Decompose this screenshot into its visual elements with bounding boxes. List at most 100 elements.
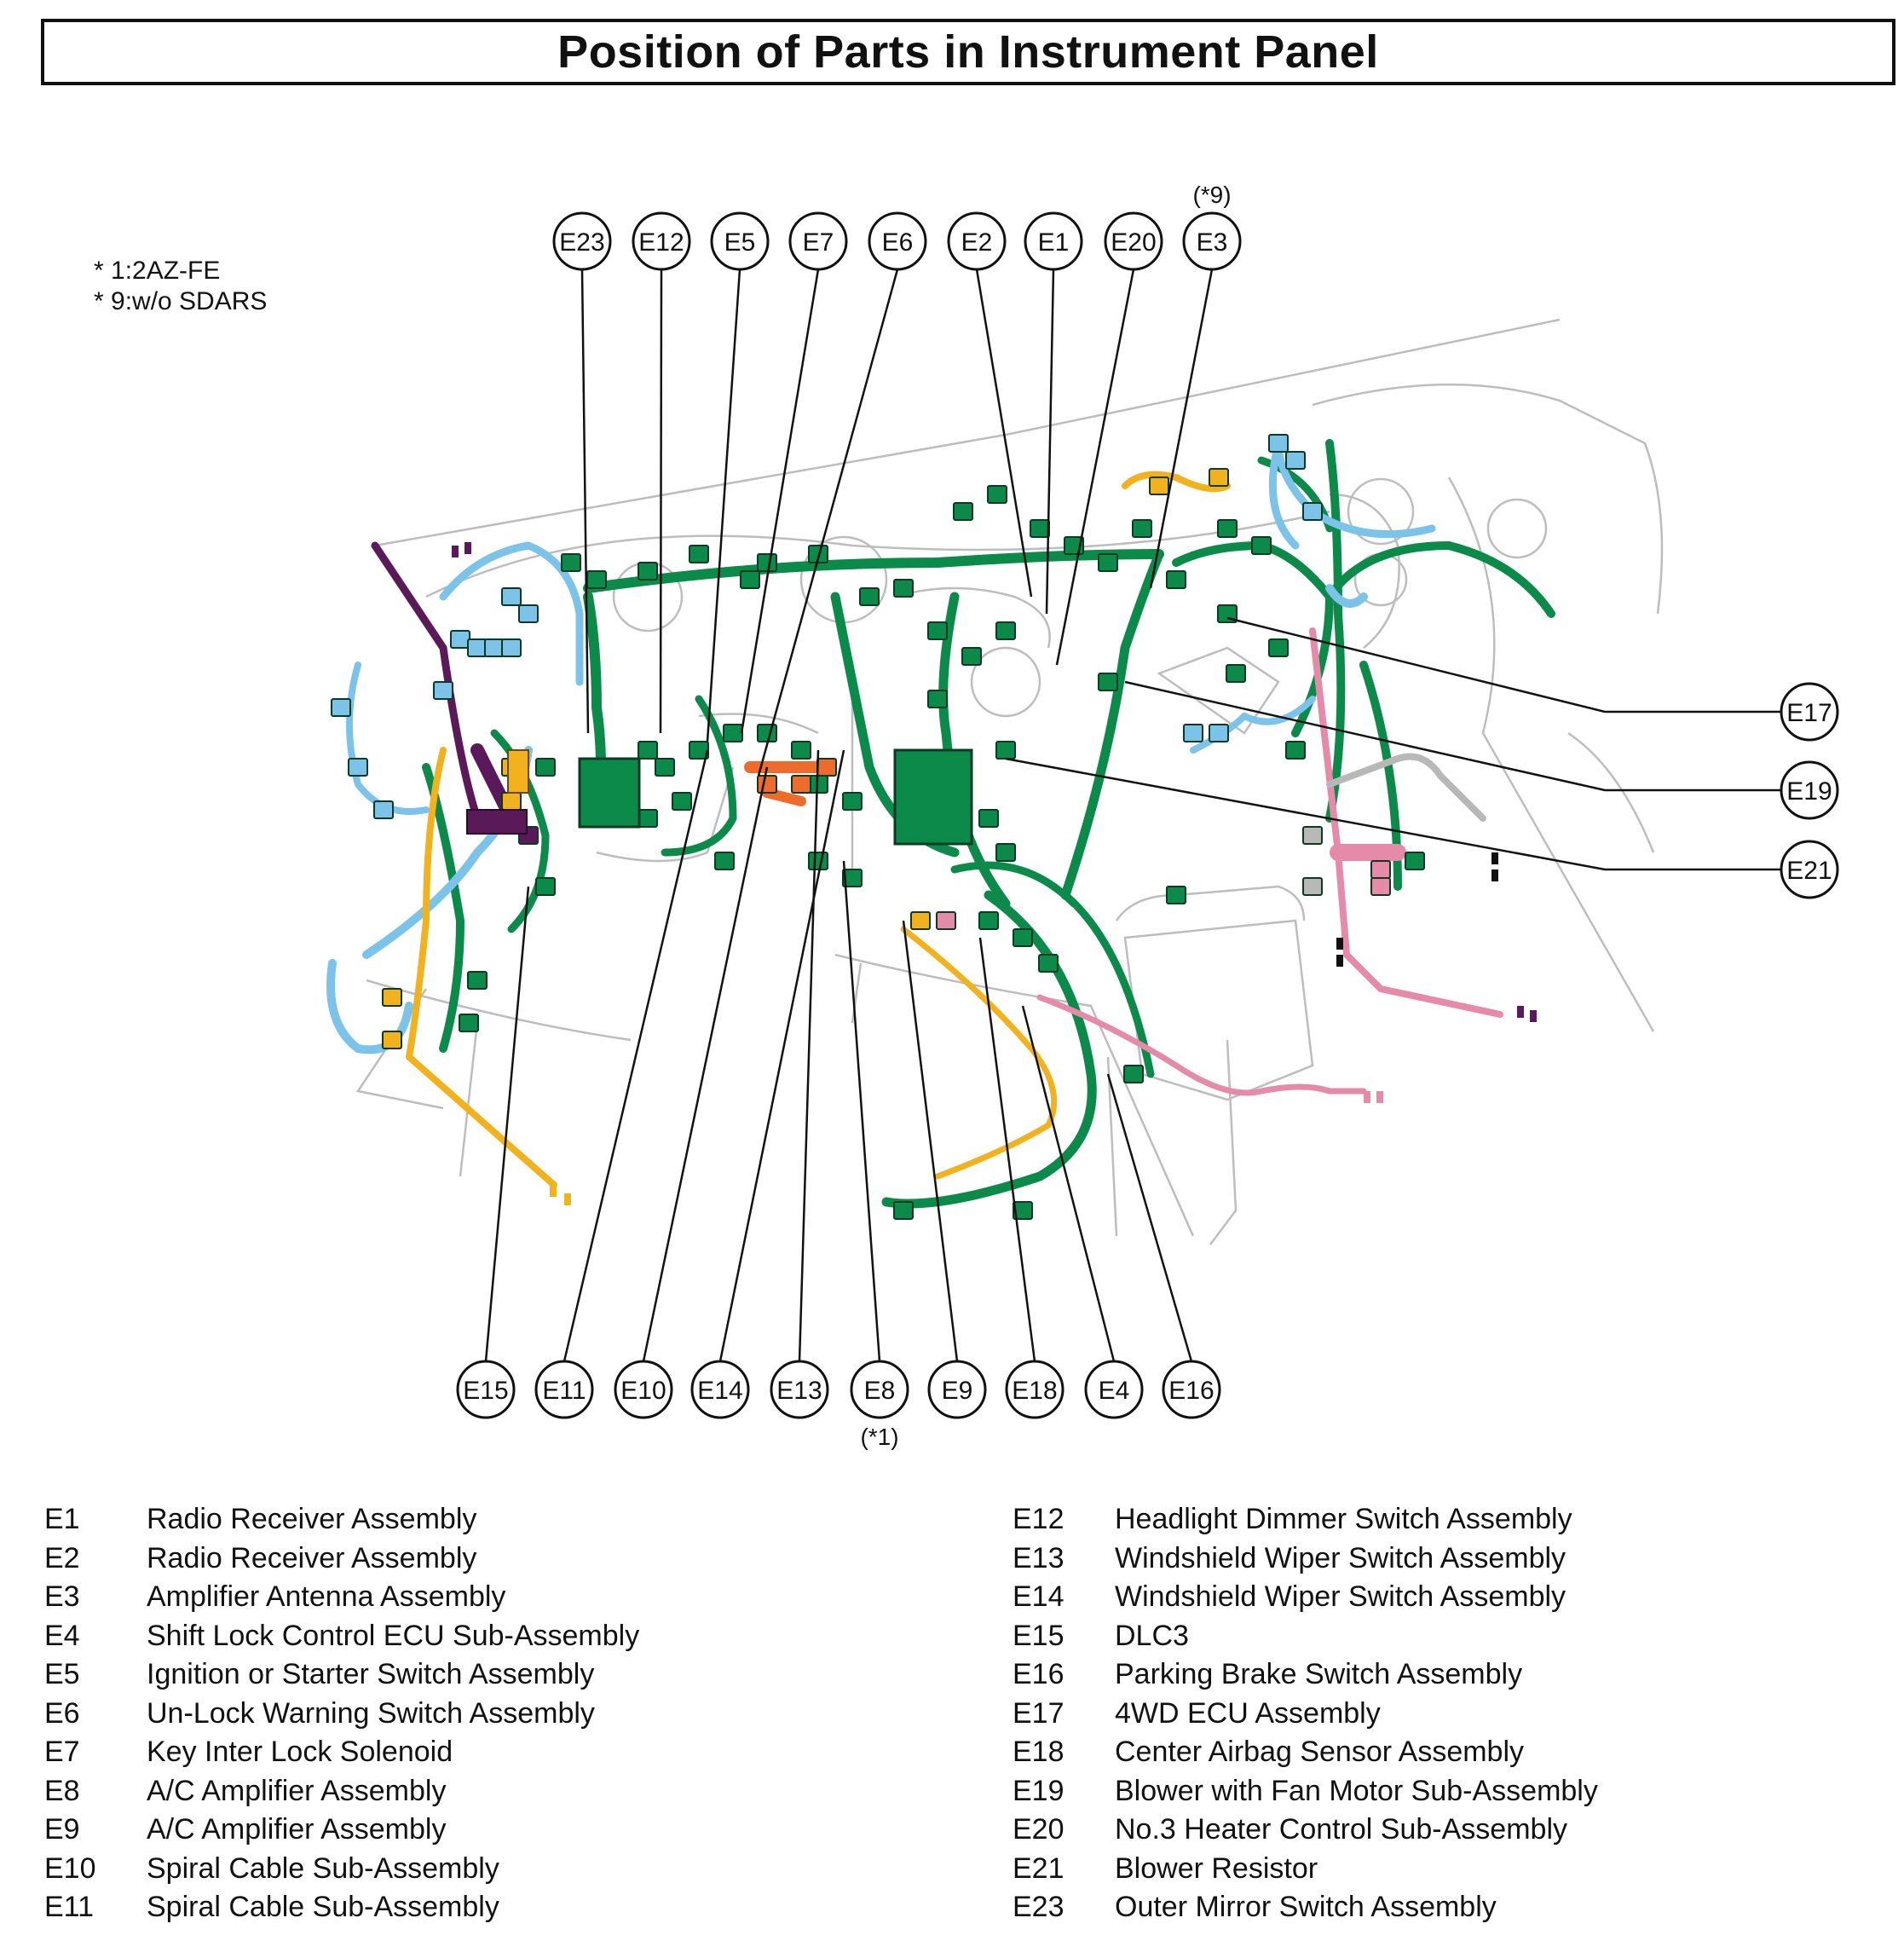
- callout-circle: [1104, 211, 1163, 271]
- pink-harness-right: [1309, 627, 1503, 1018]
- legend-part-name: Radio Receiver Assembly: [147, 1541, 477, 1574]
- callout-circle: [552, 211, 612, 271]
- legend-code: E2: [44, 1541, 80, 1574]
- connector: [842, 792, 863, 811]
- connector: [1030, 519, 1050, 538]
- callout-label: E17: [1786, 699, 1832, 727]
- yellow-harness-left: [406, 747, 557, 1188]
- outline-path: [366, 979, 632, 1042]
- callout-label: E6: [882, 228, 914, 257]
- callout-e13: E13: [770, 1360, 829, 1419]
- legend-part-name: DLC3: [1115, 1619, 1189, 1652]
- legend-part-name: Spiral Cable Sub-Assembly: [147, 1891, 499, 1923]
- connector: [1285, 741, 1306, 760]
- wire-end: [1517, 1006, 1524, 1018]
- outline-path: [1447, 477, 1655, 1032]
- connector: [995, 741, 1016, 760]
- connector: [1302, 502, 1323, 521]
- connector: [459, 1014, 479, 1032]
- outline-path: [1209, 1039, 1238, 1245]
- callout-e15: E15: [456, 1360, 516, 1419]
- yellow-connector-block: [507, 749, 529, 794]
- callout-label: E20: [1111, 228, 1156, 257]
- blue-harness-left3: [346, 661, 430, 815]
- connector: [757, 724, 777, 742]
- wire-end: [564, 1193, 571, 1205]
- leader-line: [580, 269, 590, 734]
- callout-label: E3: [1197, 228, 1228, 257]
- connector: [757, 775, 777, 794]
- purple-harness: [371, 541, 482, 823]
- gauge-outline: [1486, 498, 1548, 559]
- callout-label: E7: [803, 228, 834, 257]
- callout-e6: E6: [868, 211, 927, 271]
- callout-note-top: (*9): [1192, 182, 1231, 208]
- connector: [1183, 724, 1203, 742]
- connector: [1370, 860, 1391, 879]
- legend-part-name: Blower with Fan Motor Sub-Assembly: [1115, 1774, 1598, 1807]
- callout-circle: [1780, 682, 1839, 742]
- callout-e19: E19: [1780, 760, 1839, 820]
- legend-part-name: Center Airbag Sensor Assembly: [1115, 1736, 1525, 1768]
- legend-code: E10: [44, 1851, 96, 1885]
- legend-code: E9: [44, 1813, 80, 1846]
- connector: [1166, 570, 1186, 589]
- connector: [450, 630, 470, 649]
- legend-code: E14: [1013, 1580, 1065, 1613]
- callout-label: E4: [1099, 1377, 1130, 1405]
- leader-line: [642, 766, 769, 1362]
- leader-line: [1005, 757, 1781, 871]
- wire-end: [1376, 1091, 1383, 1103]
- green-harness-trunk: [583, 549, 1164, 593]
- callout-label: E14: [697, 1377, 742, 1405]
- connector: [467, 971, 488, 990]
- leader-line: [740, 269, 820, 734]
- connector: [535, 877, 556, 896]
- connector: [978, 809, 999, 828]
- connector: [1209, 468, 1229, 487]
- connector: [978, 911, 999, 930]
- outline-path: [1329, 493, 1400, 649]
- connector: [501, 638, 522, 657]
- wire-end: [550, 1185, 557, 1197]
- wire-end: [464, 542, 471, 554]
- wire-end: [1491, 852, 1498, 864]
- vehicle-outline: [355, 318, 1664, 1245]
- callout-circle: [534, 1360, 594, 1419]
- connector: [816, 758, 837, 777]
- callout-e1: E1: [1024, 211, 1083, 271]
- connector: [1217, 604, 1238, 623]
- connector: [518, 604, 539, 623]
- pink-harness-floor: [1036, 994, 1367, 1096]
- connector: [987, 485, 1007, 504]
- connector: [638, 562, 658, 581]
- connector: [1251, 536, 1272, 555]
- leader-line: [978, 937, 1036, 1362]
- callout-label: E8: [864, 1377, 896, 1405]
- callout-label: E23: [559, 228, 604, 257]
- callout-circle: [690, 1360, 750, 1419]
- connector: [586, 570, 607, 589]
- legend-part-name: Shift Lock Control ECU Sub-Assembly: [147, 1619, 640, 1652]
- wire-end: [1364, 1091, 1370, 1103]
- leader-line: [1045, 269, 1055, 615]
- connector: [501, 792, 522, 811]
- callout-leaders: [484, 269, 1781, 1362]
- callout-label: E13: [776, 1377, 822, 1405]
